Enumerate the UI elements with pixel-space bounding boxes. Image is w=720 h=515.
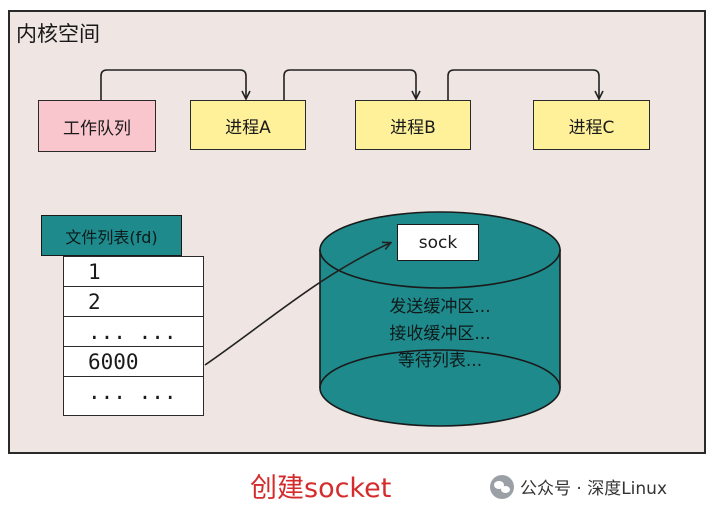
work-queue-box: 工作队列 xyxy=(38,100,156,152)
fd-row: ... ... xyxy=(64,317,203,347)
watermark-text: 公众号 · 深度Linux xyxy=(520,479,668,499)
process-b-box: 进程B xyxy=(355,100,471,150)
arrow-a-to-b xyxy=(283,69,416,100)
arrow-b-to-c xyxy=(447,69,599,100)
fd-row: ... ... xyxy=(88,380,177,404)
send-buffer-text: 发送缓冲区... xyxy=(389,297,491,317)
sock-box: sock xyxy=(397,224,479,261)
watermark: 公众号 · 深度Linux xyxy=(490,474,667,499)
caption: 创建socket xyxy=(250,473,392,504)
fd-row: 1 xyxy=(64,257,203,287)
fd-table-header: 文件列表(fd) xyxy=(41,215,182,256)
process-b-label: 进程B xyxy=(390,117,436,138)
wechat-icon xyxy=(490,474,514,499)
fd-header-label: 文件列表(fd) xyxy=(65,227,158,247)
process-c-box: 进程C xyxy=(533,100,650,150)
arrow-queue-to-a xyxy=(100,69,246,100)
recv-buffer-text: 接收缓冲区... xyxy=(389,324,491,344)
process-a-label: 进程A xyxy=(225,117,271,138)
work-queue-label: 工作队列 xyxy=(63,118,131,139)
fd-row: 6000 xyxy=(64,347,203,377)
fd-row: 2 xyxy=(64,287,203,317)
wait-list-text: 等待列表... xyxy=(397,351,483,371)
arrow-fd-to-sock xyxy=(204,243,390,366)
sock-label: sock xyxy=(418,232,458,253)
panel-title: 内核空间 xyxy=(16,22,100,46)
process-a-box: 进程A xyxy=(190,100,306,150)
process-c-label: 进程C xyxy=(568,117,615,138)
fd-table: 1 2 ... ... 6000 ... ... xyxy=(63,256,204,416)
